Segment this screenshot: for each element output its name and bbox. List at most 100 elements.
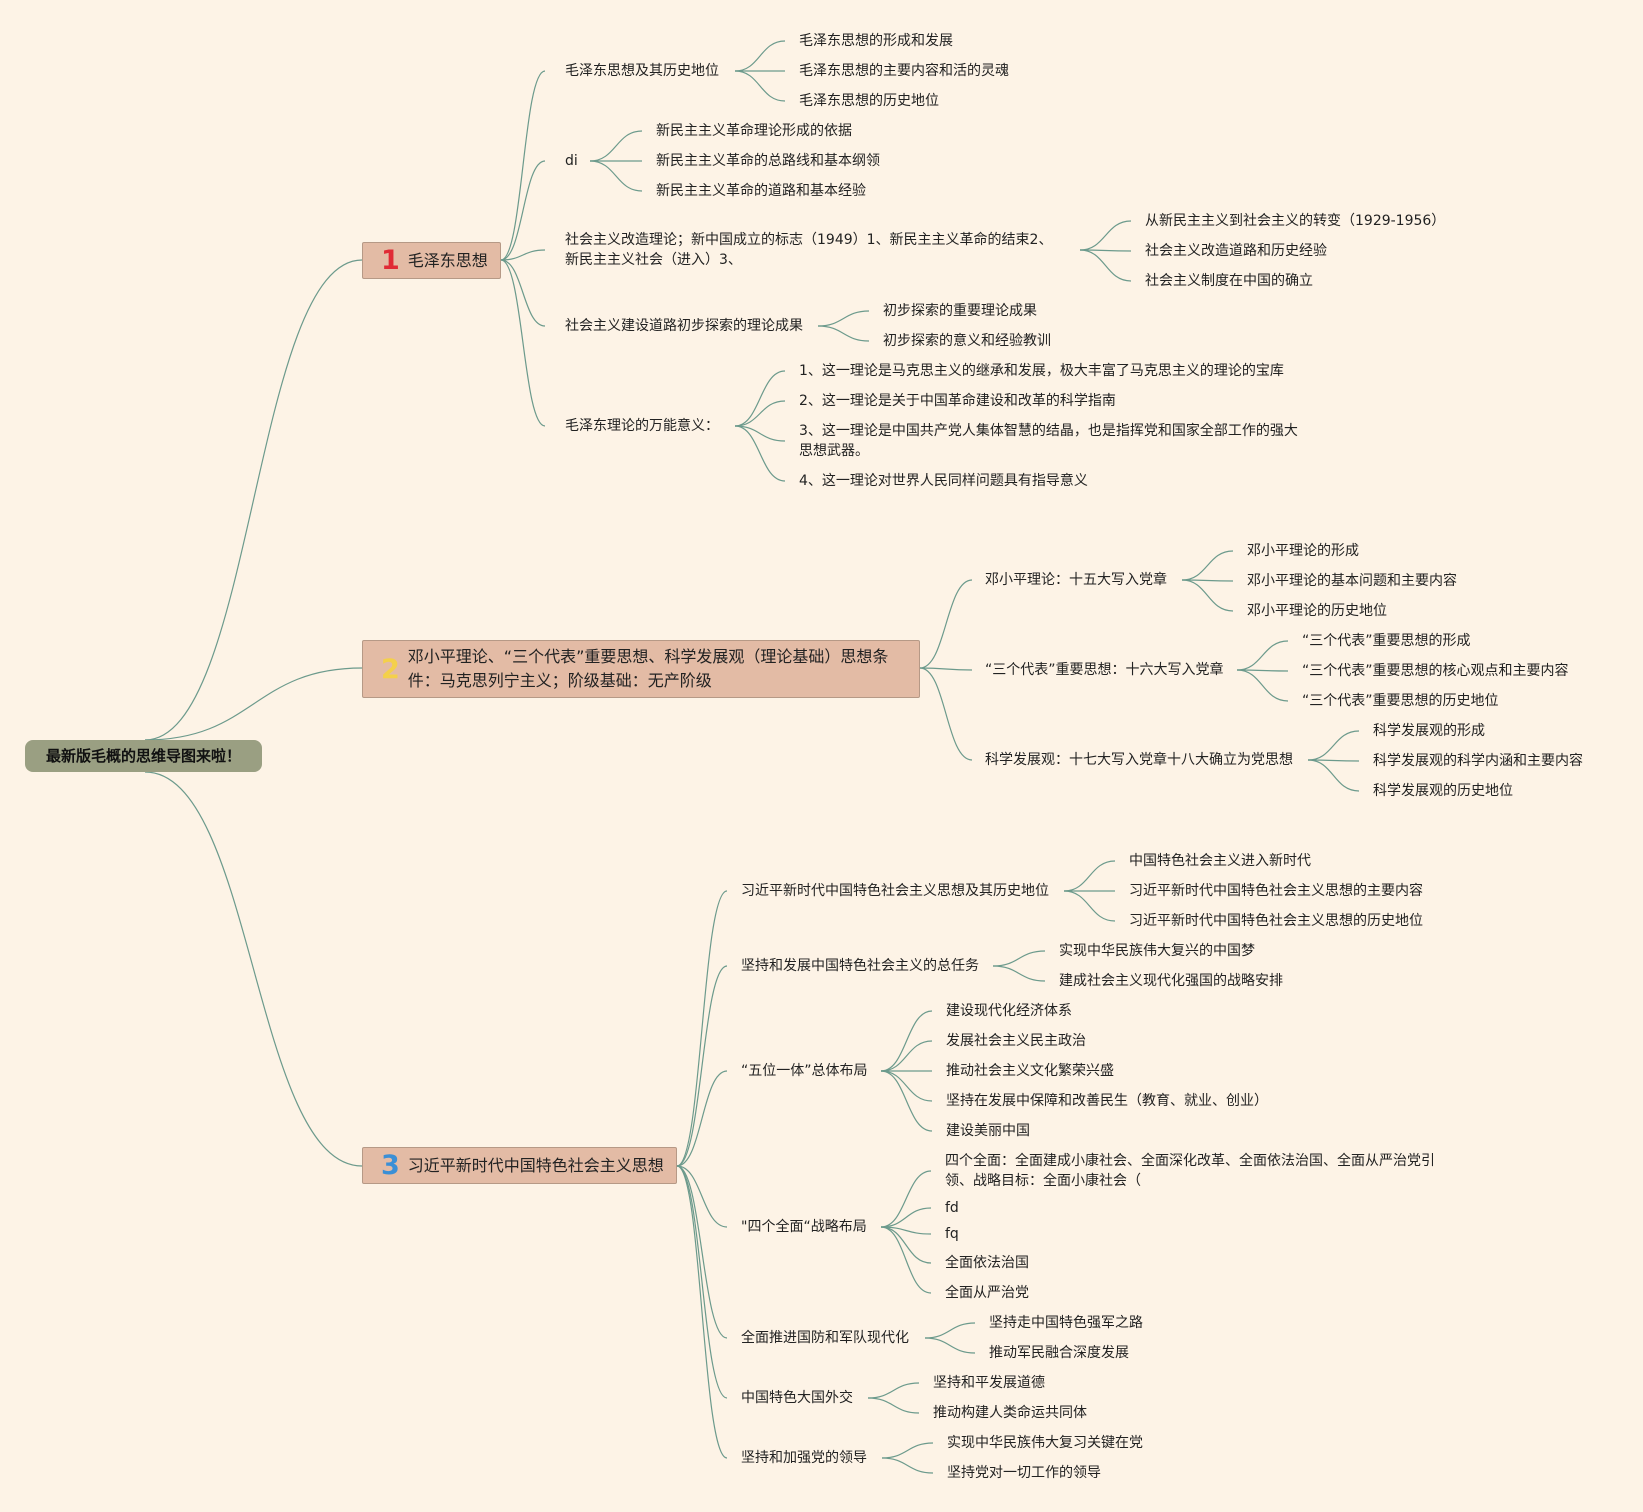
connector-line-2-2 <box>589 160 643 192</box>
leaf-3-3-5[interactable]: 建设美丽中国 <box>946 1123 1030 1139</box>
connector-line-2-0 <box>589 130 643 162</box>
leaf-3-7-1[interactable]: 实现中华民族伟大复习关键在党 <box>947 1435 1143 1451</box>
leaf-2-1-2[interactable]: 邓小平理论的基本问题和主要内容 <box>1247 573 1457 589</box>
leaf-3-2-2[interactable]: 建成社会主义现代化强国的战略安排 <box>1059 973 1283 989</box>
leaf-2-3-3[interactable]: 科学发展观的历史地位 <box>1373 783 1513 799</box>
connector-line-10-1 <box>676 965 728 1167</box>
leaf-3-1-1[interactable]: 中国特色社会主义进入新时代 <box>1129 853 1311 869</box>
leaf-1-1-3[interactable]: 毛泽东思想的历史地位 <box>799 93 939 109</box>
leaf-3-3-1[interactable]: 建设现代化经济体系 <box>946 1003 1072 1019</box>
leaf-2-2-3[interactable]: “三个代表”重要思想的历史地位 <box>1302 693 1499 709</box>
leaf-1-1-2[interactable]: 毛泽东思想的主要内容和活的灵魂 <box>799 63 1009 79</box>
leaf-3-3-3[interactable]: 推动社会主义文化繁荣兴盛 <box>946 1063 1114 1079</box>
connector-line-6-1 <box>919 667 973 671</box>
leaf-1-5-1[interactable]: 1、这一理论是马克思主义的继承和发展，极大丰富了马克思主义的理论的宝库 <box>799 363 1284 379</box>
connector-line-11-2 <box>1063 890 1116 922</box>
connector-line-4-1 <box>817 325 870 342</box>
connector-line-0-3 <box>500 259 546 327</box>
connector-line-0-0 <box>500 70 546 261</box>
connector-line-13-3 <box>880 1070 933 1102</box>
leaf-1-3-1[interactable]: 从新民主主义到社会主义的转变（1929-1956） <box>1145 213 1446 229</box>
leaf-2-1-1[interactable]: 邓小平理论的形成 <box>1247 543 1359 559</box>
leaf-1-4-1[interactable]: 初步探索的重要理论成果 <box>883 303 1037 319</box>
leaf-3-7-2[interactable]: 坚持党对一切工作的领导 <box>947 1465 1101 1481</box>
topic-3-2[interactable]: 坚持和发展中国特色社会主义的总任务 <box>741 958 979 974</box>
topic-1-1[interactable]: 毛泽东思想及其历史地位 <box>565 63 719 79</box>
leaf-1-4-2[interactable]: 初步探索的意义和经验教训 <box>883 333 1051 349</box>
topic-3-1[interactable]: 习近平新时代中国特色社会主义思想及其历史地位 <box>741 883 1049 899</box>
leaf-3-3-2[interactable]: 发展社会主义民主政治 <box>946 1033 1086 1049</box>
leaf-3-1-3[interactable]: 习近平新时代中国特色社会主义思想的历史地位 <box>1129 913 1423 929</box>
connector-line-14-4 <box>880 1226 932 1294</box>
connector-line-7-2 <box>1181 579 1234 612</box>
main-node-1-label: 毛泽东思想 <box>407 250 488 270</box>
leaf-1-5-2[interactable]: 2、这一理论是关于中国革命建设和改革的科学指南 <box>799 393 1116 409</box>
connector-line-8-2 <box>1236 669 1289 702</box>
connector-line-10-2 <box>676 1070 728 1167</box>
topic-2-1[interactable]: 邓小平理论：十五大写入党章 <box>985 572 1167 588</box>
leaf-3-6-2[interactable]: 推动构建人类命运共同体 <box>933 1405 1087 1421</box>
topic-1-3[interactable]: 社会主义改造理论；新中国成立的标志（1949）1、新民主主义革命的结束2、新民主… <box>565 232 1053 268</box>
leaf-3-2-1[interactable]: 实现中华民族伟大复兴的中国梦 <box>1059 943 1255 959</box>
main-node-1[interactable]: 1 毛泽东思想 <box>362 242 501 279</box>
topic-3-3[interactable]: “五位一体”总体布局 <box>741 1063 868 1079</box>
connector-line-10-0 <box>676 890 728 1167</box>
connector-line-10-3 <box>676 1165 728 1228</box>
connector-line-0-1 <box>500 160 546 261</box>
leaf-3-3-4[interactable]: 坚持在发展中保障和改善民生（教育、就业、创业） <box>946 1093 1268 1109</box>
leaf-3-1-2[interactable]: 习近平新时代中国特色社会主义思想的主要内容 <box>1129 883 1423 899</box>
root-node[interactable]: 最新版毛概的思维导图来啦！ <box>25 740 262 772</box>
number-1-badge: 1 <box>381 245 400 276</box>
leaf-2-3-2[interactable]: 科学发展观的科学内涵和主要内容 <box>1373 753 1583 769</box>
leaf-1-5-4[interactable]: 4、这一理论对世界人民同样问题具有指导意义 <box>799 473 1088 489</box>
leaf-1-3-3[interactable]: 社会主义制度在中国的确立 <box>1145 273 1313 289</box>
topic-3-5[interactable]: 全面推进国防和军队现代化 <box>741 1330 909 1346</box>
topic-1-5[interactable]: 毛泽东理论的万能意义： <box>565 418 719 434</box>
leaf-3-4-3[interactable]: fq <box>945 1226 959 1242</box>
connector-line-9-0 <box>1307 730 1360 761</box>
leaf-3-4-4[interactable]: 全面依法治国 <box>945 1255 1029 1271</box>
main-node-3[interactable]: 3 习近平新时代中国特色社会主义思想 <box>362 1147 677 1184</box>
connector-line-13-4 <box>880 1070 933 1132</box>
connector-line-15-1 <box>924 1337 976 1354</box>
topic-1-2[interactable]: di <box>565 153 578 169</box>
leaf-3-5-1[interactable]: 坚持走中国特色强军之路 <box>989 1315 1143 1331</box>
main-node-2[interactable]: 2 邓小平理论、“三个代表”重要思想、科学发展观（理论基础）思想条件：马克思列宁… <box>362 640 920 698</box>
connector-line-10-4 <box>676 1165 728 1339</box>
leaf-3-4-2[interactable]: fd <box>945 1200 959 1216</box>
topic-2-2[interactable]: “三个代表”重要思想：十六大写入党章 <box>985 662 1224 678</box>
leaf-1-2-2[interactable]: 新民主主义革命的总路线和基本纲领 <box>656 153 880 169</box>
leaf-3-6-1[interactable]: 坚持和平发展道德 <box>933 1375 1045 1391</box>
leaf-1-2-1[interactable]: 新民主主义革命理论形成的依据 <box>656 123 852 139</box>
connector-line-3-0 <box>1079 220 1132 251</box>
connector-line-14-3 <box>880 1226 932 1264</box>
leaf-3-4-5[interactable]: 全面从严治党 <box>945 1285 1029 1301</box>
connector-line-16-0 <box>867 1382 920 1399</box>
connector-line-17-1 <box>881 1457 934 1474</box>
leaf-2-3-1[interactable]: 科学发展观的形成 <box>1373 723 1485 739</box>
connector-line-15-0 <box>924 1322 976 1339</box>
number-2-badge: 2 <box>381 653 400 685</box>
connector-line-8-0 <box>1236 640 1289 671</box>
topic-3-7[interactable]: 坚持和加强党的领导 <box>741 1450 867 1466</box>
leaf-1-1-1[interactable]: 毛泽东思想的形成和发展 <box>799 33 953 49</box>
leaf-1-3-2[interactable]: 社会主义改造道路和历史经验 <box>1145 243 1327 259</box>
connector-line-14-1 <box>880 1207 932 1228</box>
leaf-1-2-3[interactable]: 新民主主义革命的道路和基本经验 <box>656 183 866 199</box>
connector-line-13-0 <box>880 1010 933 1072</box>
topic-1-4[interactable]: 社会主义建设道路初步探索的理论成果 <box>565 318 803 334</box>
number-3-badge: 3 <box>381 1150 400 1181</box>
topic-2-3[interactable]: 科学发展观：十七大写入党章十八大确立为党思想 <box>985 752 1293 768</box>
leaf-1-5-3[interactable]: 3、这一理论是中国共产党人集体智慧的结晶，也是指挥党和国家全部工作的强大思想武器… <box>799 423 1298 459</box>
topic-3-4[interactable]: "四个全面“战略布局 <box>741 1219 867 1235</box>
topic-3-6[interactable]: 中国特色大国外交 <box>741 1390 853 1406</box>
leaf-3-5-2[interactable]: 推动军民融合深度发展 <box>989 1345 1129 1361</box>
leaf-2-1-3[interactable]: 邓小平理论的历史地位 <box>1247 603 1387 619</box>
connector-line-9-2 <box>1307 759 1360 792</box>
connector-line-5-1 <box>734 400 786 427</box>
leaf-2-2-1[interactable]: “三个代表”重要思想的形成 <box>1302 633 1471 649</box>
connector-line-7-0 <box>1181 550 1234 581</box>
leaf-3-4-1[interactable]: 四个全面：全面建成小康社会、全面深化改革、全面依法治国、全面从严治党引领、战略目… <box>945 1153 1435 1189</box>
leaf-2-2-2[interactable]: “三个代表”重要思想的核心观点和主要内容 <box>1302 663 1569 679</box>
